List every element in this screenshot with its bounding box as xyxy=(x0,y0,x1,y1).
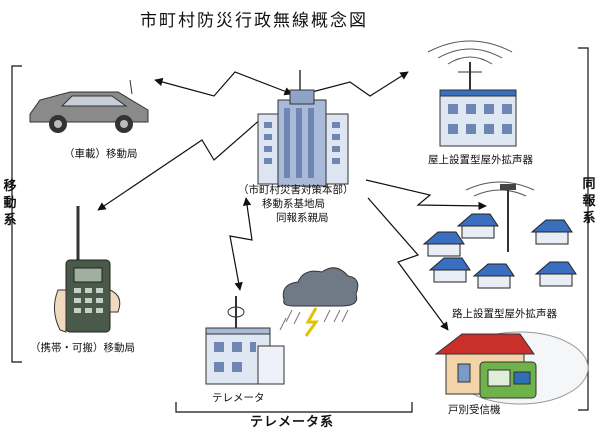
portable-radio-icon xyxy=(54,206,121,333)
broadcast-group-char: 系 xyxy=(582,211,596,226)
mobile-bracket xyxy=(11,65,22,363)
telemeter-station-icon xyxy=(205,296,285,385)
hq-label-line3: 同報系親局 xyxy=(276,212,329,224)
telemeter-group-label: テレメータ系 xyxy=(246,416,339,429)
telemeter-bracket xyxy=(175,402,413,413)
vehicle-station-label: （車載）移動局 xyxy=(64,148,138,160)
mobile-group-char: 移 xyxy=(3,179,17,194)
link-hq-portable xyxy=(97,117,263,211)
broadcast-group-char: 報 xyxy=(582,194,596,209)
rain-cloud-icon xyxy=(279,267,359,337)
roadside-speaker-pole-icon xyxy=(465,181,535,252)
car-icon xyxy=(29,79,149,133)
broadcast-group-char: 同 xyxy=(582,177,596,192)
link-hq-telemeter xyxy=(229,197,253,291)
rooftop-speaker-building-icon xyxy=(427,40,517,147)
rooftop-speaker-label: 屋上設置型屋外拡声器 xyxy=(428,154,533,166)
mobile-group-label: 移 動 系 xyxy=(2,178,18,229)
telemeter-station-label: テレメータ xyxy=(212,392,265,404)
roadside-speaker-label: 路上設置型屋外拡声器 xyxy=(452,308,557,320)
portable-station-label: （携帯・可搬）移動局 xyxy=(30,342,135,354)
link-hq-roadside xyxy=(365,179,487,211)
link-hq-vehicle xyxy=(154,71,293,97)
broadcast-bracket xyxy=(578,47,589,411)
link-hq-rooftop xyxy=(311,71,409,97)
mobile-group-char: 系 xyxy=(3,213,17,228)
mobile-group-char: 動 xyxy=(3,196,17,211)
household-receiver-label: 戸別受信機 xyxy=(448,404,501,416)
household-receiver-icon xyxy=(434,331,589,405)
hq-building-icon xyxy=(257,70,349,187)
houses-icon xyxy=(422,213,577,289)
hq-label-line2: 移動系基地局 xyxy=(262,198,325,210)
broadcast-group-label: 同 報 系 xyxy=(581,176,597,227)
link-hq-household xyxy=(367,197,449,331)
hq-label-line1: （市町村災害対策本部） xyxy=(238,184,354,196)
diagram-title: 市町村防災行政無線概念図 xyxy=(140,11,368,31)
